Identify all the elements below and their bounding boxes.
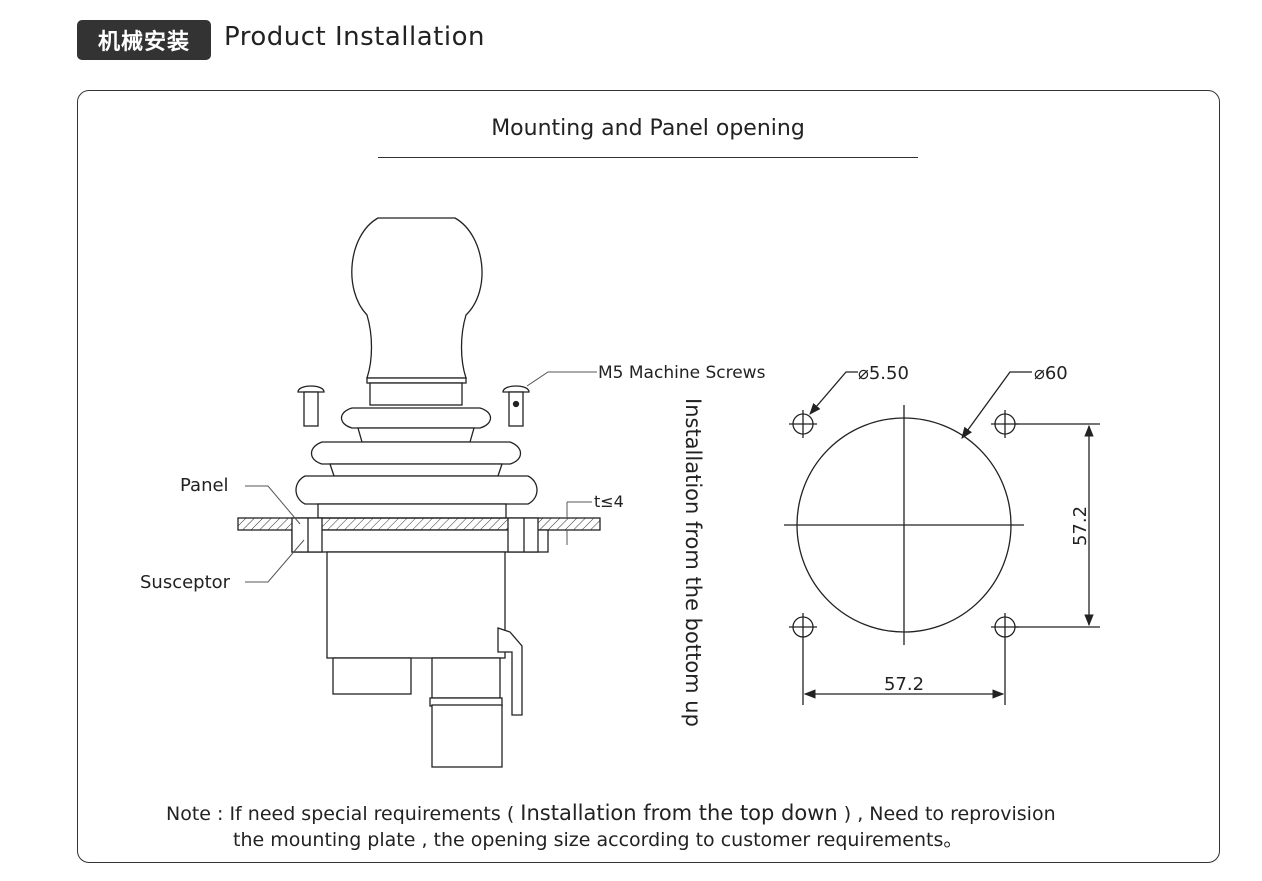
subtitle-underline bbox=[378, 157, 918, 158]
machine-screw-right bbox=[502, 385, 530, 427]
machine-screw-left bbox=[297, 385, 325, 427]
mounting-hole-bottom-right bbox=[991, 613, 1019, 641]
bellows-lower bbox=[295, 475, 538, 505]
callout-lines bbox=[245, 371, 597, 583]
diagram-subtitle: Mounting and Panel opening bbox=[491, 116, 805, 141]
section-title: Product Installation bbox=[224, 22, 485, 52]
label-screws: M5 Machine Screws bbox=[598, 363, 766, 383]
label-panel: Panel bbox=[180, 475, 229, 496]
section-badge: 机械安装 bbox=[77, 20, 211, 60]
leader-hole-diameter bbox=[809, 371, 858, 415]
mounting-hole-bottom-left bbox=[789, 613, 817, 641]
knob-collar bbox=[366, 377, 467, 384]
note-line2: the mounting plate , the opening size ac… bbox=[233, 829, 963, 851]
connector-block bbox=[431, 704, 503, 768]
bellows-middle bbox=[310, 441, 522, 465]
label-vertical-spacing: 57.2 bbox=[1070, 506, 1091, 546]
knob-stem bbox=[369, 382, 463, 406]
note-text: Note : If need special requirements ( In… bbox=[166, 800, 1156, 853]
note-prefix: Note : If need special requirements ( bbox=[166, 803, 515, 825]
label-horizontal-spacing: 57.2 bbox=[884, 674, 924, 695]
diagram-frame bbox=[77, 90, 1220, 863]
joystick-knob bbox=[351, 217, 483, 379]
joystick-side-view bbox=[237, 217, 601, 768]
label-thickness: t≤4 bbox=[594, 492, 624, 511]
panel-opening-view bbox=[784, 371, 1100, 705]
label-install-direction: Installation from the bottom up bbox=[681, 398, 705, 727]
label-opening-diameter: ⌀60 bbox=[1034, 363, 1068, 384]
leader-opening-diameter bbox=[961, 371, 1032, 439]
bellows-upper bbox=[340, 407, 492, 429]
note-suffix: ) , Need to reprovision bbox=[843, 803, 1056, 825]
joystick-body bbox=[326, 551, 506, 659]
mounting-hole-top-left bbox=[789, 410, 817, 438]
note-emphasis: Installation from the top down bbox=[520, 801, 838, 825]
label-hole-diameter: ⌀5.50 bbox=[858, 363, 909, 384]
label-susceptor: Susceptor bbox=[140, 572, 231, 593]
mounting-hole-top-right bbox=[991, 410, 1019, 438]
